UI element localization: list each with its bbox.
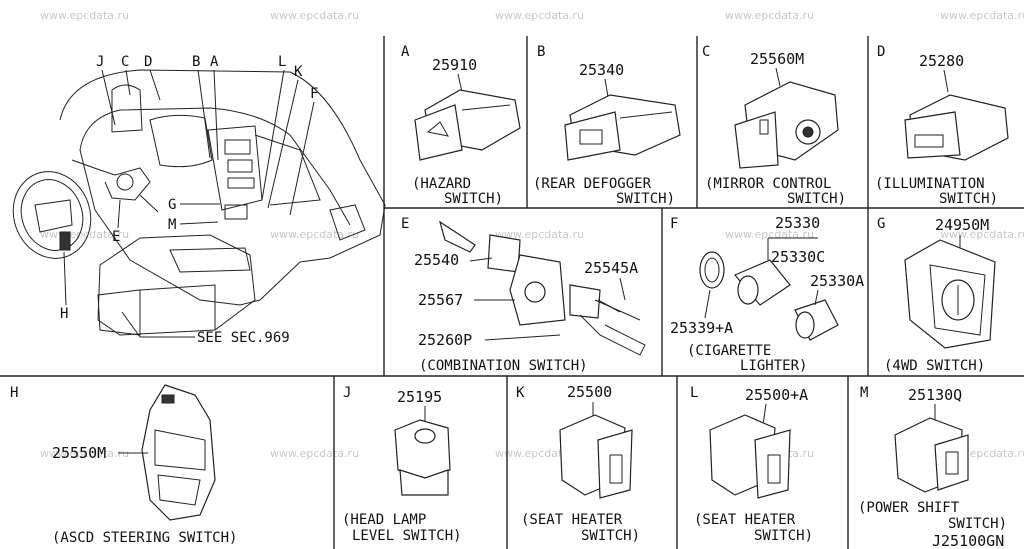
panel-c-caption-line1: (MIRROR CONTROL bbox=[705, 176, 831, 192]
panel-f-cigarette-lighter: F 25330 25330C 25330A 25339+A (CIGARETTE… bbox=[670, 214, 864, 374]
watermark: www.epcdata.ru bbox=[270, 447, 359, 460]
panel-j-part-number: 25195 bbox=[397, 388, 442, 406]
watermark: www.epcdata.ru bbox=[940, 9, 1024, 22]
overview-label-j: J bbox=[96, 54, 104, 70]
panel-l-seat-heater-switch: L 25500+A (SEAT HEATER SWITCH) bbox=[690, 385, 813, 544]
panel-m-caption-line1: (POWER SHIFT bbox=[858, 500, 960, 516]
panel-a-hazard-switch: A 25910 (HAZARD SWITCH) bbox=[401, 44, 521, 207]
panel-e-combination-switch: E 25540 25567 25260P 25545A (COMBINATION… bbox=[401, 216, 646, 374]
panel-d-letter: D bbox=[877, 44, 885, 60]
watermark: www.epcdata.ru bbox=[40, 9, 129, 22]
panel-a-part-number: 25910 bbox=[432, 56, 477, 74]
panel-d-part-number: 25280 bbox=[919, 52, 964, 70]
panel-a-letter: A bbox=[401, 44, 410, 60]
overview-label-m: M bbox=[168, 217, 176, 233]
panel-m-part-number: 25130Q bbox=[908, 386, 962, 404]
panel-b-letter: B bbox=[537, 44, 545, 60]
panel-k-part-number: 25500 bbox=[567, 383, 612, 401]
panel-m-letter: M bbox=[860, 385, 868, 401]
overview-label-e: E bbox=[112, 229, 120, 245]
overview-label-h: H bbox=[60, 306, 68, 322]
panel-m-caption-line2: SWITCH) bbox=[948, 516, 1007, 532]
panel-f-part-number-1: 25330 bbox=[775, 214, 820, 232]
panel-j-caption-line1: (HEAD LAMP bbox=[342, 512, 426, 528]
panel-e-letter: E bbox=[401, 216, 409, 232]
panel-e-caption: (COMBINATION SWITCH) bbox=[419, 358, 588, 374]
watermark: www.epcdata.ru bbox=[270, 9, 359, 22]
panel-e-part-number-2: 25567 bbox=[418, 291, 463, 309]
overview-label-a: A bbox=[210, 54, 219, 70]
panel-k-seat-heater-switch: K 25500 (SEAT HEATER SWITCH) bbox=[516, 383, 640, 544]
panel-d-illumination-switch: D 25280 (ILLUMINATION SWITCH) bbox=[875, 44, 1009, 207]
panel-c-caption-line2: SWITCH) bbox=[787, 191, 846, 207]
panel-k-caption-line2: SWITCH) bbox=[581, 528, 640, 544]
panel-g-part-number: 24950M bbox=[935, 216, 989, 234]
overview-label-l: L bbox=[278, 54, 286, 70]
panel-c-part-number: 25560M bbox=[750, 50, 804, 68]
panel-h-letter: H bbox=[10, 385, 18, 401]
watermark: www.epcdata.ru bbox=[270, 228, 359, 241]
watermark: www.epcdata.ru bbox=[725, 9, 814, 22]
panel-c-mirror-control-switch: C 25560M (MIRROR CONTROL SWITCH) bbox=[702, 44, 846, 207]
panel-j-head-lamp-level-switch: J 25195 (HEAD LAMP LEVEL SWITCH) bbox=[342, 385, 462, 544]
watermark: www.epcdata.ru bbox=[495, 9, 584, 22]
panel-d-caption-line1: (ILLUMINATION bbox=[875, 176, 985, 192]
panel-d-caption-line2: SWITCH) bbox=[939, 191, 998, 207]
overview-label-f: F bbox=[310, 86, 318, 102]
panel-b-part-number: 25340 bbox=[579, 61, 624, 79]
panel-b-caption-line2: SWITCH) bbox=[616, 191, 675, 207]
overview-label-g: G bbox=[168, 197, 176, 213]
panel-l-caption-line2: SWITCH) bbox=[754, 528, 813, 544]
panel-b-rear-defogger-switch: B 25340 (REAR DEFOGGER SWITCH) bbox=[533, 44, 681, 207]
panel-g-letter: G bbox=[877, 216, 885, 232]
watermark: www.epcdata.ru bbox=[495, 228, 584, 241]
panel-h-part-number: 25550M bbox=[52, 444, 106, 462]
panel-g-caption: (4WD SWITCH) bbox=[884, 358, 985, 374]
panel-f-caption-line2: LIGHTER) bbox=[740, 358, 807, 374]
panel-g-4wd-switch: G 24950M (4WD SWITCH) bbox=[877, 216, 996, 374]
panel-b-caption-line1: (REAR DEFOGGER bbox=[533, 176, 652, 192]
panel-f-part-number-3: 25330A bbox=[810, 272, 864, 290]
overview-label-b: B bbox=[192, 54, 200, 70]
panel-e-part-number-3: 25260P bbox=[418, 331, 472, 349]
watermark: www.epcdata.ru bbox=[940, 228, 1024, 241]
see-section-reference: SEE SEC.969 bbox=[197, 330, 290, 346]
overview-label-c: C bbox=[121, 54, 129, 70]
panel-f-letter: F bbox=[670, 216, 678, 232]
panel-a-caption-line1: (HAZARD bbox=[412, 176, 471, 192]
panel-h-ascd-steering-switch: H 25550M (ASCD STEERING SWITCH) bbox=[10, 384, 237, 546]
panel-h-caption: (ASCD STEERING SWITCH) bbox=[52, 530, 237, 546]
panel-f-caption-line1: (CIGARETTE bbox=[687, 343, 771, 359]
panel-j-letter: J bbox=[343, 385, 351, 401]
panel-m-power-shift-switch: M 25130Q (POWER SHIFT SWITCH) bbox=[858, 385, 1007, 532]
panel-k-caption-line1: (SEAT HEATER bbox=[521, 512, 623, 528]
panel-l-part-number: 25500+A bbox=[745, 386, 808, 404]
panel-f-part-number-2: 25330C bbox=[771, 248, 825, 266]
panel-l-letter: L bbox=[690, 385, 698, 401]
panel-e-part-number-1: 25540 bbox=[414, 251, 459, 269]
panel-j-caption-line2: LEVEL SWITCH) bbox=[352, 528, 462, 544]
diagram-code: J25100GN bbox=[932, 532, 1004, 549]
panel-e-part-number-4: 25545A bbox=[584, 259, 638, 277]
panel-f-part-number-4: 25339+A bbox=[670, 319, 733, 337]
panel-dividers bbox=[0, 36, 1024, 549]
overview-label-k: K bbox=[294, 64, 303, 80]
watermark: www.epcdata.ru bbox=[40, 447, 129, 460]
panel-l-caption-line1: (SEAT HEATER bbox=[694, 512, 796, 528]
panel-c-letter: C bbox=[702, 44, 710, 60]
panel-k-letter: K bbox=[516, 385, 525, 401]
panel-a-caption-line2: SWITCH) bbox=[444, 191, 503, 207]
dashboard-overview: J C D B A L K F G M E H SEE SEC.969 bbox=[12, 54, 386, 346]
overview-label-d: D bbox=[144, 54, 152, 70]
